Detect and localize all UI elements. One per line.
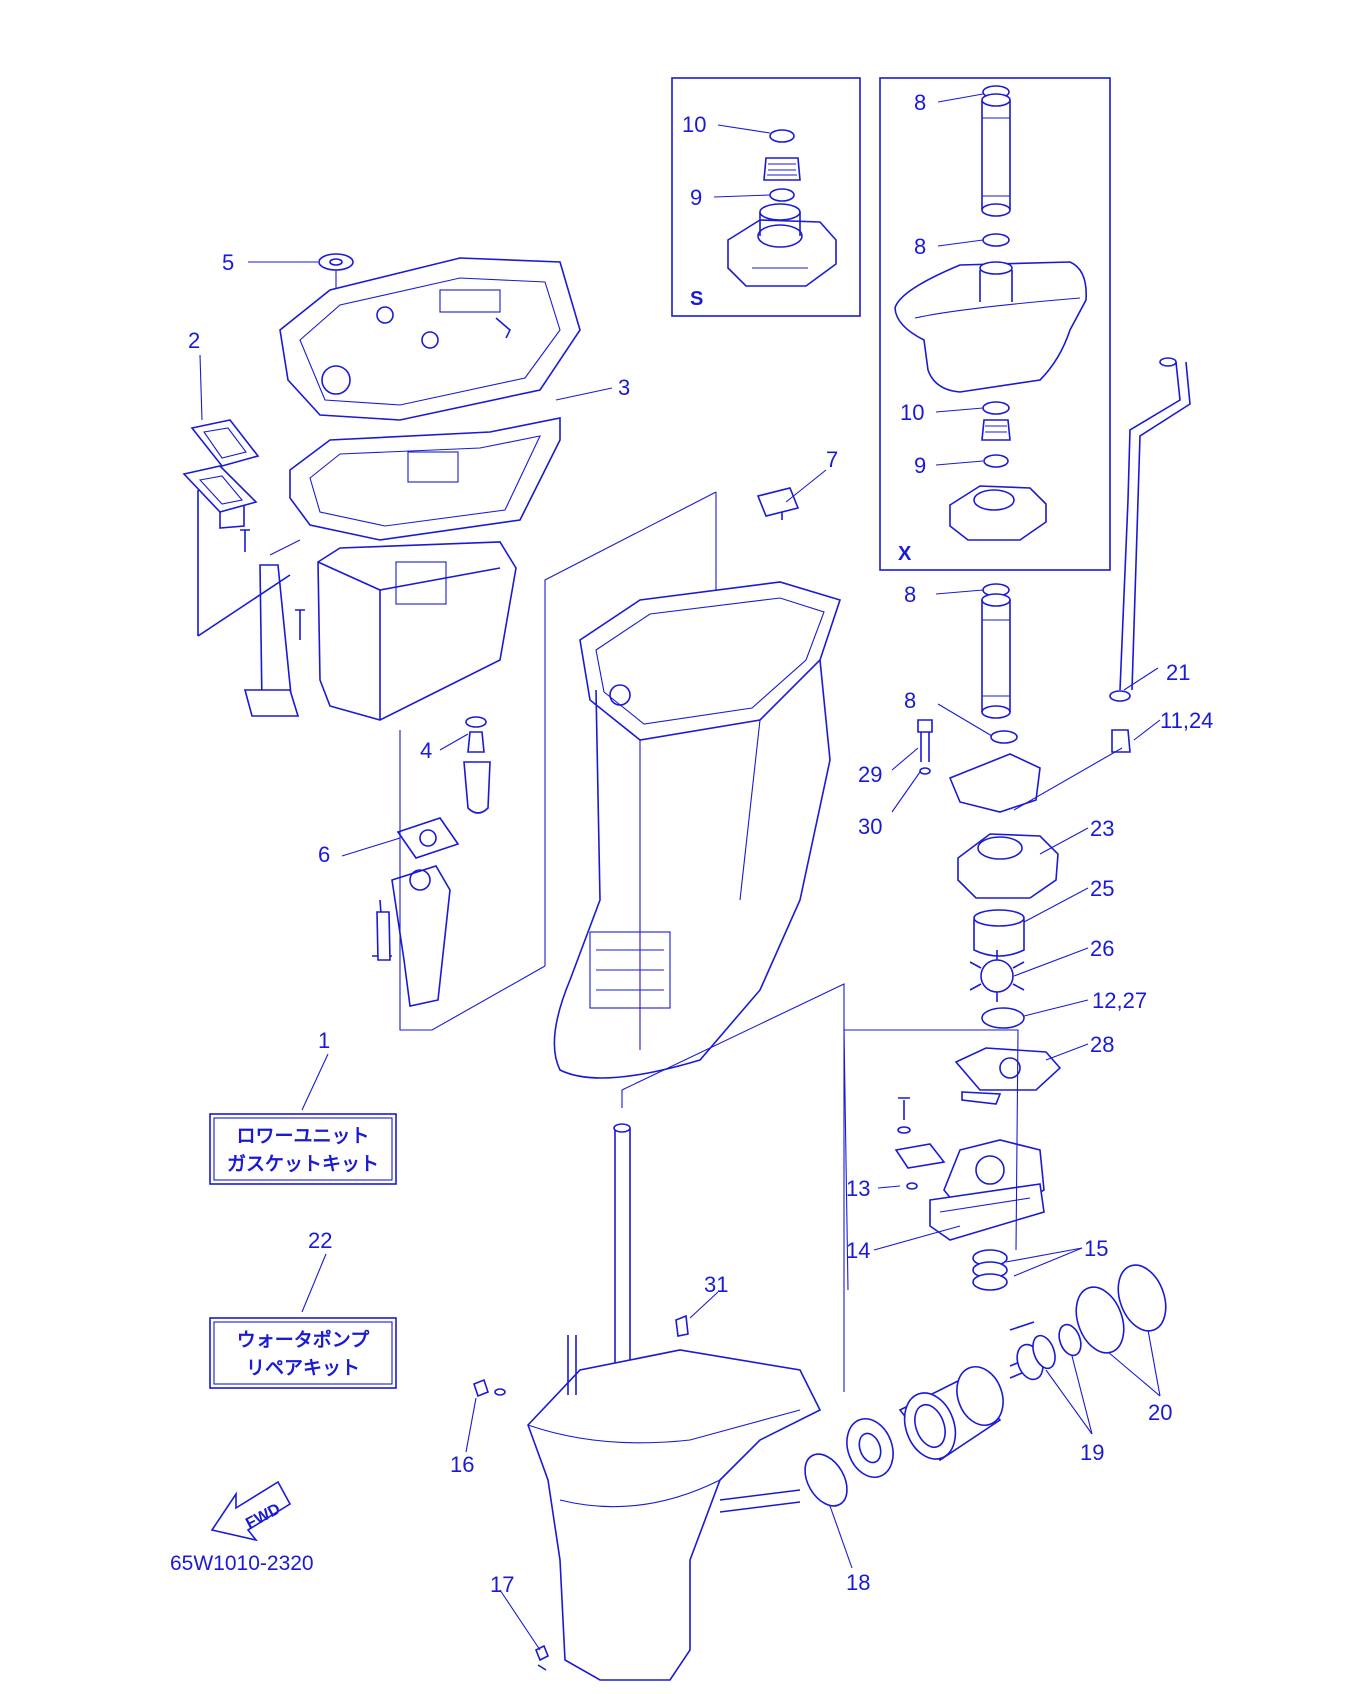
callout-17: 17 bbox=[490, 1572, 514, 1597]
gasket-kit-line1: ロワーユニット bbox=[236, 1125, 369, 1147]
callout-2: 2 bbox=[188, 328, 200, 353]
variant-s-label: S bbox=[690, 288, 703, 310]
callout-x-9: 9 bbox=[914, 453, 926, 478]
callout-x-8b: 8 bbox=[914, 234, 926, 259]
callout-3: 3 bbox=[618, 375, 630, 400]
gasket-kit-box: ロワーユニット ガスケットキット bbox=[209, 1113, 397, 1185]
callout-s-10: 10 bbox=[682, 112, 706, 137]
callout-22: 22 bbox=[308, 1228, 332, 1253]
callout-labels: 5 2 3 4 6 7 10 9 8 8 10 9 8 8 21 11,24 2… bbox=[188, 90, 1213, 1597]
water-pump-kit-line1: ウォータポンプ bbox=[237, 1328, 370, 1351]
variant-s-box: S bbox=[671, 77, 861, 317]
water-pump-kit-line2: リペアキット bbox=[246, 1357, 360, 1379]
fwd-arrow-icon: FWD bbox=[210, 1480, 292, 1542]
driveshaft-housing bbox=[544, 487, 842, 1079]
callout-30: 30 bbox=[858, 814, 882, 839]
callout-x-8a: 8 bbox=[914, 90, 926, 115]
callout-25: 25 bbox=[1090, 876, 1114, 901]
callout-16: 16 bbox=[450, 1452, 474, 1477]
callout-8a: 8 bbox=[904, 582, 916, 607]
lower-unit bbox=[473, 983, 1167, 1681]
water-pump-kit-box: ウォータポンプ リペアキット bbox=[209, 1317, 397, 1389]
callout-18: 18 bbox=[846, 1570, 870, 1595]
callout-8b: 8 bbox=[904, 688, 916, 713]
callout-1: 1 bbox=[318, 1028, 330, 1053]
callout-12-27: 12,27 bbox=[1092, 988, 1147, 1013]
callout-7: 7 bbox=[826, 447, 838, 472]
part-code: 65W1010-2320 bbox=[170, 1552, 314, 1575]
leader-lines bbox=[199, 93, 1161, 1651]
callout-28: 28 bbox=[1090, 1032, 1114, 1057]
upper-casing-assembly bbox=[182, 253, 581, 1031]
callout-s-9: 9 bbox=[690, 185, 702, 210]
gasket-kit-line2: ガスケットキット bbox=[227, 1153, 379, 1175]
variant-x-label: X bbox=[898, 543, 912, 565]
callout-31: 31 bbox=[704, 1272, 728, 1297]
callout-6: 6 bbox=[318, 842, 330, 867]
callout-15: 15 bbox=[1084, 1236, 1108, 1261]
callout-13: 13 bbox=[846, 1176, 870, 1201]
callout-x-10: 10 bbox=[900, 400, 924, 425]
callout-26: 26 bbox=[1090, 936, 1114, 961]
callout-29: 29 bbox=[858, 762, 882, 787]
callout-14: 14 bbox=[846, 1238, 870, 1263]
variant-x-box: X bbox=[879, 77, 1111, 571]
callout-23: 23 bbox=[1090, 816, 1114, 841]
callout-5: 5 bbox=[222, 250, 234, 275]
callout-19: 19 bbox=[1080, 1440, 1104, 1465]
callout-21: 21 bbox=[1166, 660, 1190, 685]
callout-20: 20 bbox=[1148, 1400, 1172, 1425]
callout-4: 4 bbox=[420, 738, 432, 763]
callout-11-24: 11,24 bbox=[1160, 708, 1213, 733]
